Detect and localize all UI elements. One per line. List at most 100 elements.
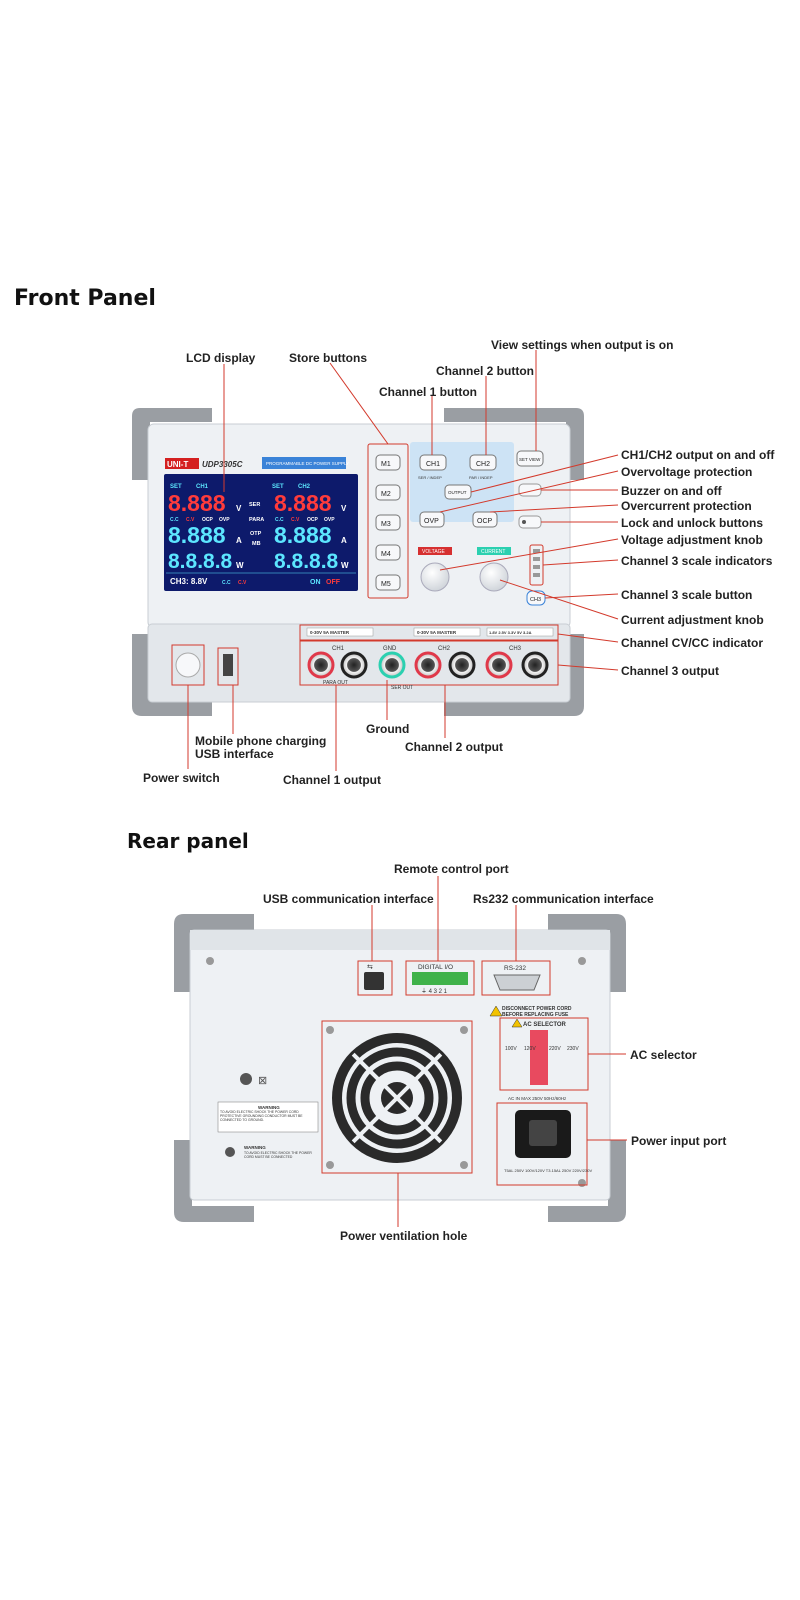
lcd-set-1: SET (170, 484, 182, 490)
memory-button-m4[interactable] (375, 544, 401, 561)
lcd-ch2: CH2 (298, 484, 311, 490)
fan-ring (346, 1047, 448, 1149)
fan-screw (326, 1026, 334, 1034)
current-label-bar (477, 547, 511, 555)
memory-button-m2[interactable] (375, 484, 401, 501)
ch1-negative-terminal[interactable] (340, 651, 368, 679)
lcd-unit-v2: V (341, 504, 347, 513)
ch3-terminal-label: CH3 (509, 646, 522, 652)
lcd-ch3: CH3: 8.8V (170, 577, 208, 586)
lcd-content: SET CH1 SET CH2 8.888 V 8.888 V SER C.C … (166, 484, 356, 586)
model-text: UDP3305C (202, 460, 243, 469)
tagline-bar (262, 457, 346, 469)
lcd-ch3-cc: C.C (222, 580, 231, 586)
fan-ring (360, 1061, 434, 1135)
memory-button-label: M3 (381, 521, 391, 528)
warning-label-box (217, 1101, 319, 1133)
label-lcd-display: LCD display (186, 351, 256, 365)
voltage-label: VOLTAGE (422, 549, 446, 555)
rs232-port[interactable] (493, 974, 541, 991)
brand-logo (165, 458, 199, 469)
voltage-knob[interactable] (420, 562, 450, 592)
power-input-frame (496, 1102, 588, 1186)
ovp-button[interactable] (419, 511, 445, 528)
label-ground: Ground (366, 722, 410, 736)
usb-port[interactable] (223, 654, 233, 676)
fan-spoke (351, 1052, 399, 1100)
ch1-button[interactable] (419, 454, 447, 471)
current-knob[interactable] (479, 562, 509, 592)
label-current-knob: Current adjustment knob (621, 613, 764, 627)
usb-comm-port[interactable] (364, 972, 384, 990)
lcd-w2: 8.8.8.8 (274, 550, 339, 573)
fuse-label: T5AL 250V 100V/120V T3.15AL 250V 220V/23… (504, 1168, 592, 1173)
ocp-button-label: OCP (477, 518, 493, 525)
gnd-terminal[interactable] (378, 651, 406, 679)
control-area (410, 442, 514, 522)
current-label: CURRENT (481, 549, 505, 555)
line-output (470, 454, 619, 493)
fan-spoke (351, 1096, 399, 1144)
label-ch3-output: Channel 3 output (621, 664, 719, 678)
rear-device: ⇆ DIGITAL I/O ⏚ 4 3 2 1 RS-232 DISCONNEC… (174, 914, 626, 1222)
front-callout-lines (187, 350, 619, 771)
lcd-unit-v1: V (236, 504, 242, 513)
ch2-negative-terminal[interactable] (448, 651, 476, 679)
ocp-button[interactable] (472, 511, 498, 528)
lcd-ovp-1: OVP (219, 517, 230, 523)
ac-selector-title: AC SELECTOR (523, 1022, 567, 1028)
lcd-ch1: CH1 (196, 484, 209, 490)
ventilation-frame (321, 1020, 473, 1174)
ch2-terminal-label: CH2 (438, 646, 451, 652)
ch2-button[interactable] (469, 454, 497, 471)
lcd-ovp-2: OVP (324, 517, 335, 523)
warning-title: WARNING (258, 1105, 280, 1110)
label-voltage-knob: Voltage adjustment knob (621, 533, 763, 547)
ac-selector-switch[interactable] (530, 1030, 548, 1085)
digital-io-connector[interactable] (412, 972, 468, 985)
lcd-unit-a1: A (236, 536, 242, 545)
label-store-buttons: Store buttons (289, 351, 367, 365)
fan-screw (460, 1026, 468, 1034)
fan-spoke (395, 1096, 443, 1144)
memory-button-label: M2 (381, 491, 391, 498)
memory-button-m5[interactable] (375, 574, 401, 591)
front-device: UNI-T UDP3305C PROGRAMMABLE DC POWER SUP… (132, 408, 584, 716)
power-switch[interactable] (175, 652, 201, 678)
ac-value-2: 220V (549, 1046, 561, 1052)
voltage-label-bar (418, 547, 452, 555)
ac-in-label: AC IN MAX 250V 50Hz/60Hz (508, 1096, 567, 1101)
ac-value-3: 230V (567, 1046, 579, 1052)
lcd-off: OFF (326, 579, 341, 586)
line-ocp (489, 504, 619, 513)
label-usb-comm: USB communication interface (263, 892, 434, 906)
label-lock: Lock and unlock buttons (621, 516, 764, 530)
ser-out-label: SER OUT (391, 685, 413, 691)
label-ocp: Overcurrent protection (621, 499, 752, 513)
label-view-settings: View settings when output is on (491, 338, 674, 352)
lcd-screen (164, 474, 358, 591)
warning-body-wrap: TO AVOID ELECTRIC SHOCK THE POWER CORD P… (220, 1110, 303, 1122)
lcd-v2: 8.888 (274, 490, 332, 516)
para-out-label: PARA OUT (323, 680, 348, 686)
line-current-knob (499, 579, 619, 620)
fan-screw (460, 1161, 468, 1169)
gnd-terminal-label: GND (383, 646, 397, 652)
ch3-scale-led-3 (533, 565, 540, 569)
set-view-button[interactable] (516, 450, 544, 467)
ch3-positive-terminal[interactable] (485, 651, 513, 679)
rs232-label: RS-232 (504, 965, 526, 972)
ch1-positive-terminal[interactable] (307, 651, 335, 679)
brand-text: UNI-T (167, 460, 188, 469)
ch3-scale-led-4 (533, 573, 540, 577)
memory-button-m1[interactable] (375, 454, 401, 471)
rear-callout-lines (371, 876, 627, 1227)
lcd-v1: 8.888 (168, 490, 226, 516)
memory-button-m3[interactable] (375, 514, 401, 531)
usb-comm-frame (357, 960, 393, 996)
digital-io-frame (405, 960, 475, 996)
ch3-negative-terminal[interactable] (521, 651, 549, 679)
ch2-positive-terminal[interactable] (414, 651, 442, 679)
